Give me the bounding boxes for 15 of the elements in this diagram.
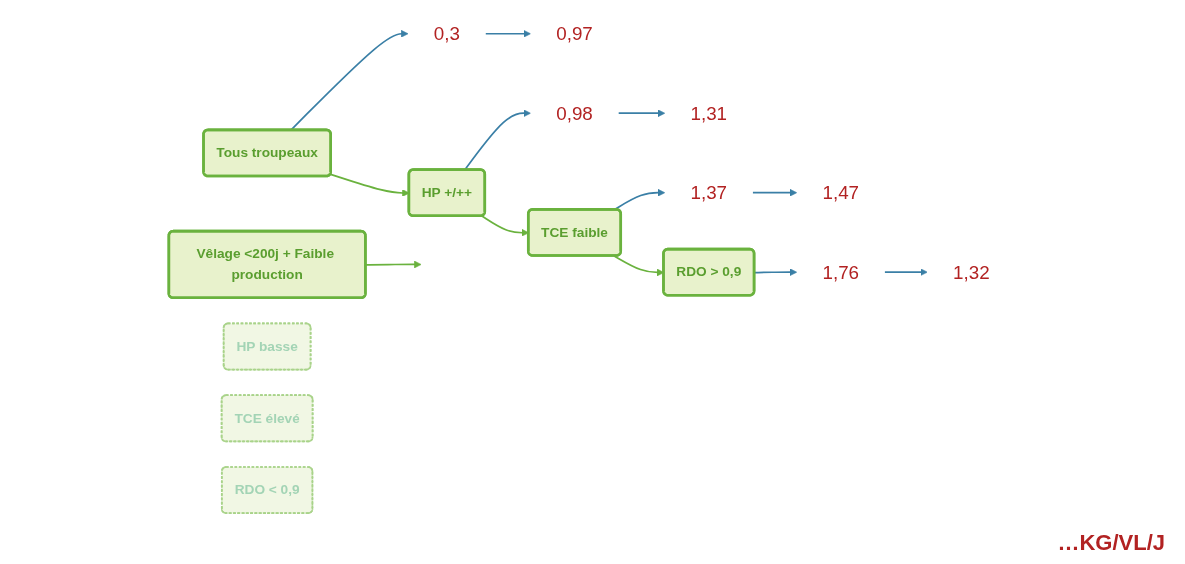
arrow (884, 268, 929, 276)
arrow (485, 30, 532, 38)
node-text: 1,47 (822, 182, 860, 204)
node-text: 1,31 (690, 102, 728, 124)
node-text: 1,32 (953, 261, 991, 283)
node-text: 0,3 (434, 23, 461, 45)
arrow (365, 260, 422, 269)
node-text: 0,98 (556, 102, 594, 124)
node-text: 1,37 (690, 182, 728, 204)
arrow (752, 188, 798, 197)
arrow (754, 268, 798, 276)
node-text: 1,76 (822, 261, 860, 283)
unit-note: …KG/VL/J (1057, 530, 1165, 556)
node-text: 0,97 (556, 23, 594, 45)
arrow (618, 109, 666, 117)
